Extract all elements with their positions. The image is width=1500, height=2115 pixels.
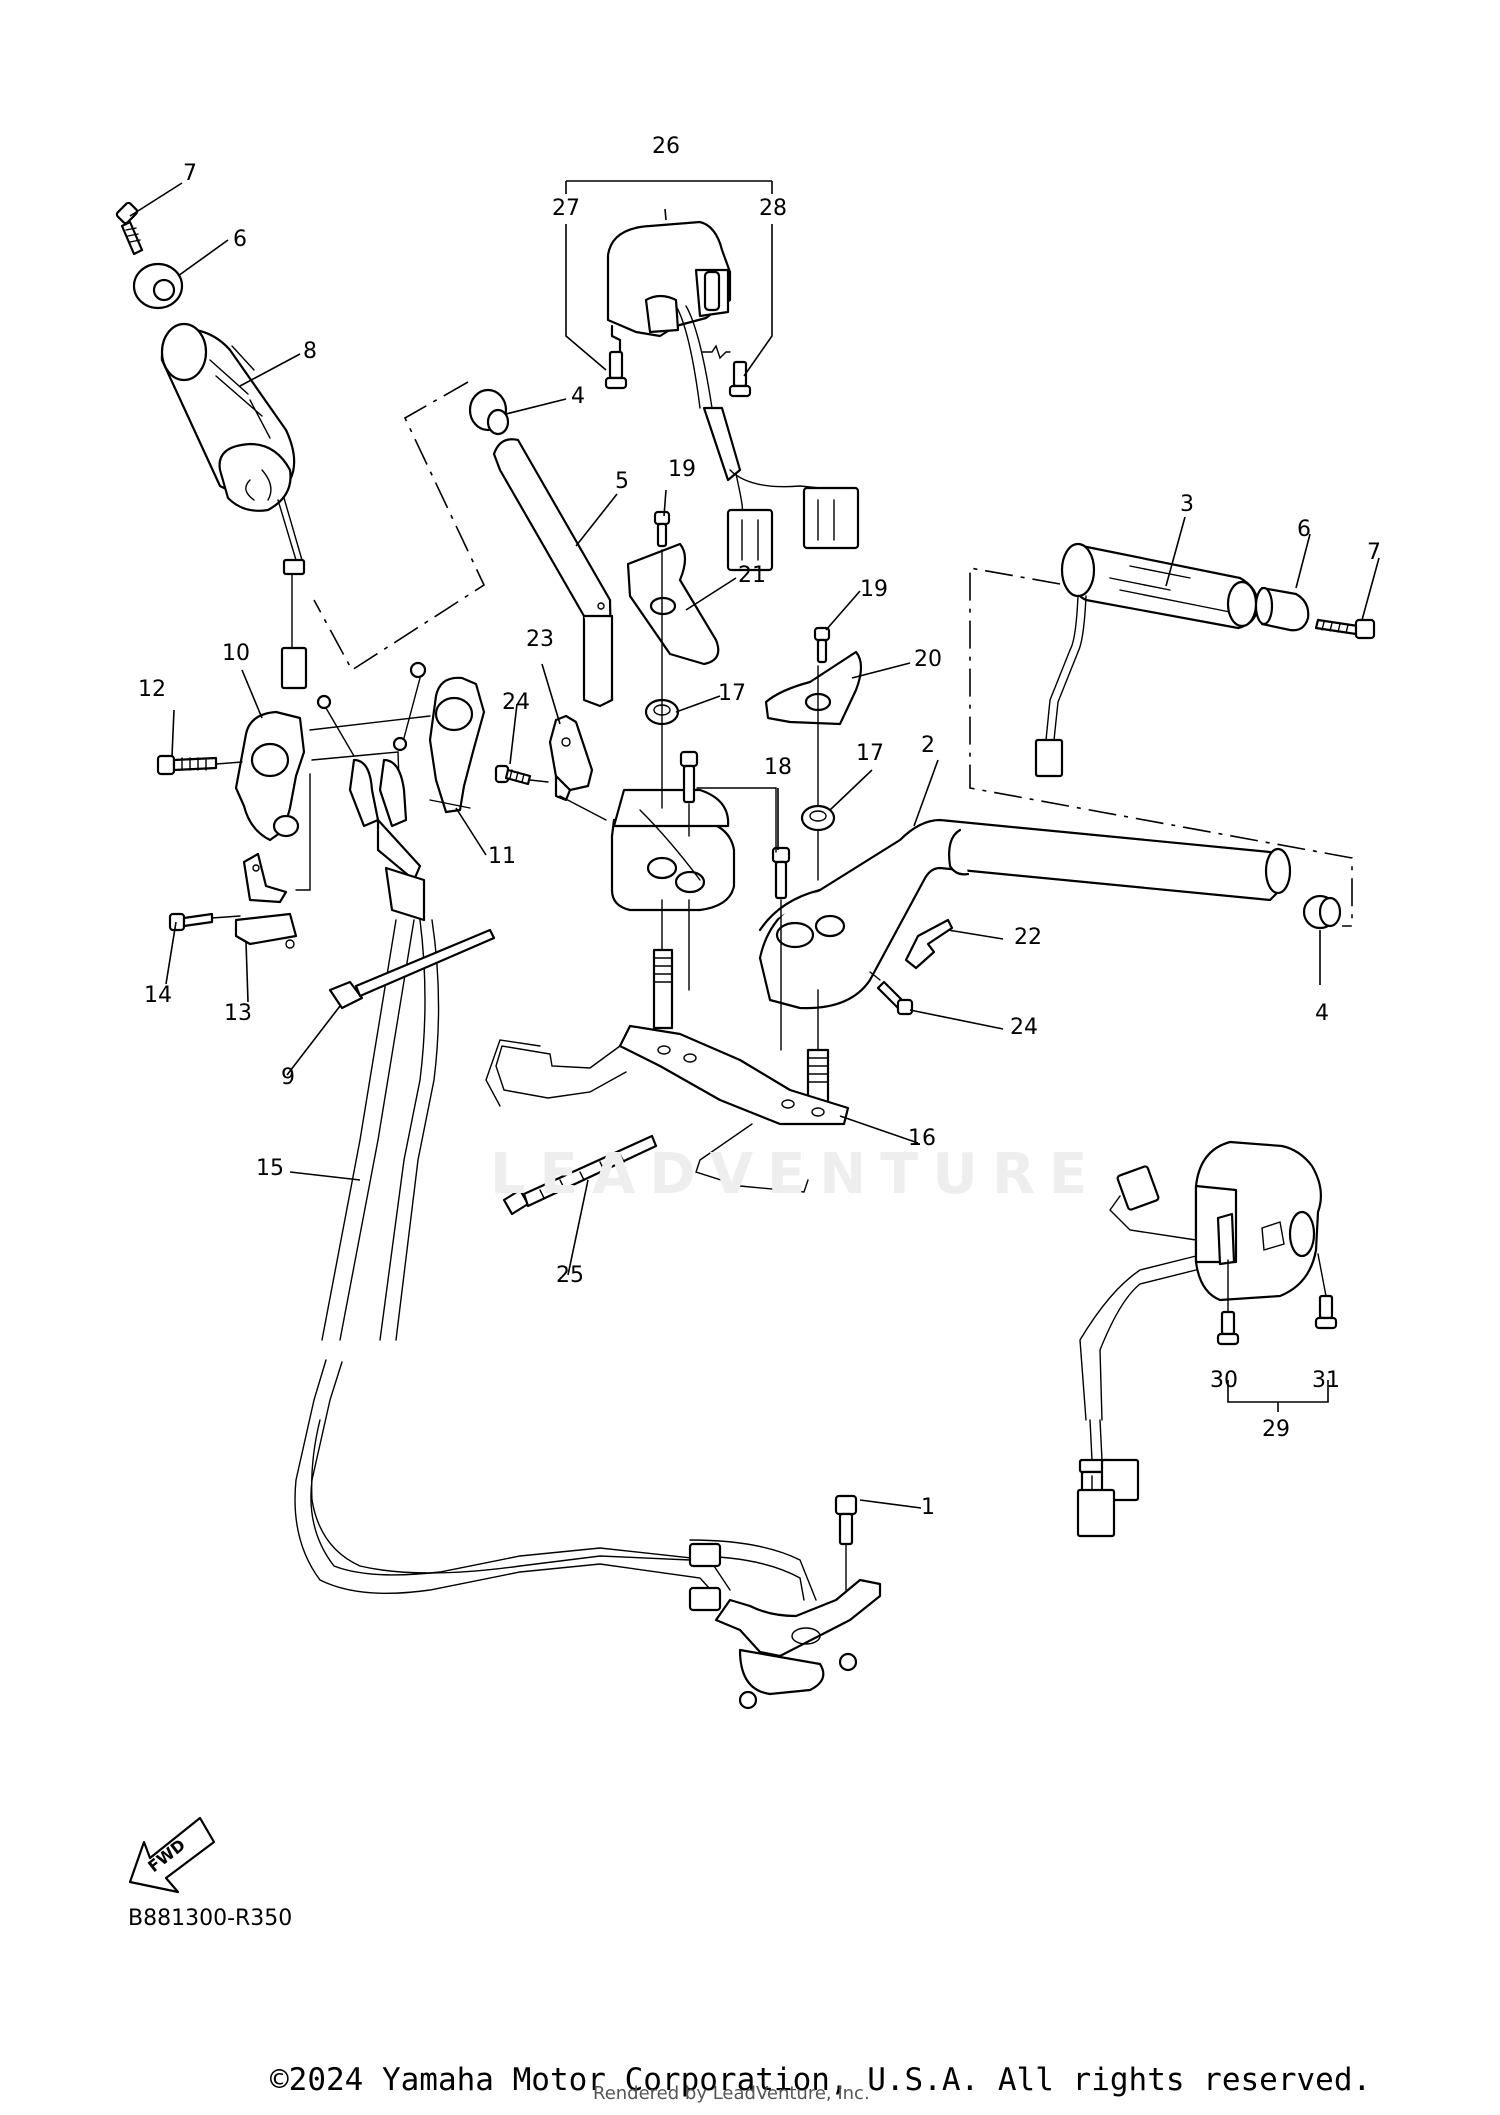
right-handlebar-illustration (758, 818, 1292, 1010)
cover-20-illustration (764, 650, 863, 726)
bracket-23-illustration (548, 714, 594, 802)
left-grip-illustration (160, 322, 308, 690)
callout-6-left: 6 (233, 227, 247, 252)
fwd-arrow-icon: FWD (128, 1816, 216, 1894)
assembly-line-right (780, 665, 819, 1051)
callout-26: 26 (652, 134, 680, 159)
callout-17-right: 17 (856, 741, 884, 766)
callout-30: 30 (1210, 1368, 1238, 1393)
screw-24-right-illustration (876, 980, 914, 1016)
callout-15: 15 (256, 1156, 284, 1181)
screw-12-illustration (156, 754, 218, 776)
screw-28-illustration (728, 360, 752, 398)
callout-28: 28 (759, 196, 787, 221)
cable-tie-9-illustration (328, 928, 496, 1010)
bolt-18-right-illustration (771, 846, 791, 900)
screw-19-lower-illustration (813, 626, 831, 664)
callout-6-right: 6 (1297, 517, 1311, 542)
callout-2: 2 (921, 733, 935, 758)
callout-19-top: 19 (668, 457, 696, 482)
left-handlebar-illustration (492, 438, 736, 912)
callout-21: 21 (738, 563, 766, 588)
alignment-line-left-grip (313, 381, 486, 672)
leader-lines (129, 180, 1380, 1509)
callout-5: 5 (615, 469, 629, 494)
callout-4-right: 4 (1315, 1001, 1329, 1026)
screw-31-illustration (1314, 1294, 1338, 1330)
callout-16: 16 (908, 1126, 936, 1151)
right-grip-illustration (1034, 542, 1260, 778)
bar-end-weight-6-right-illustration (1254, 586, 1310, 632)
callout-29: 29 (1262, 1417, 1290, 1442)
callout-10: 10 (222, 641, 250, 666)
callout-24-left: 24 (502, 690, 530, 715)
cable-guide-13-illustration (234, 852, 298, 949)
bolt-18-left-illustration (679, 750, 699, 804)
callout-12: 12 (138, 677, 166, 702)
callout-14: 14 (144, 983, 172, 1008)
rendered-by-notice: Rendered by LeadVenture, Inc. (593, 2083, 870, 2104)
bracket-16-illustration (485, 1024, 850, 1193)
diagram-code: B881300-R350 (128, 1906, 293, 1931)
screw-19-upper-illustration (653, 510, 671, 548)
left-handlebar-switch-29-illustration (1076, 1140, 1323, 1538)
screw-7-right-illustration (1314, 618, 1376, 640)
assembly-line-23 (559, 795, 607, 821)
callout-27: 27 (552, 196, 580, 221)
callout-1: 1 (921, 1495, 935, 1520)
cable-tie-25-illustration (502, 1134, 658, 1216)
callout-17-left: 17 (718, 681, 746, 706)
callout-24-right: 24 (1010, 1015, 1038, 1040)
bolt-1-illustration (834, 1494, 858, 1546)
callout-23: 23 (526, 627, 554, 652)
screw-30-illustration (1216, 1310, 1240, 1346)
assembly-line-12 (215, 761, 243, 765)
callout-19-mid: 19 (860, 577, 888, 602)
assembly-line-14 (211, 915, 241, 919)
assembly-line-18 (696, 787, 777, 853)
alignment-line-right-grip (969, 567, 1353, 927)
assembly-line-24-left (529, 779, 549, 783)
copyright-notice: ©2024 Yamaha Motor Corporation, U.S.A. A… (270, 2062, 1372, 2098)
watermark: LEADVENTURE (490, 1142, 1102, 1207)
callout-18: 18 (764, 755, 792, 780)
callout-8: 8 (303, 339, 317, 364)
screw-14-illustration (168, 912, 214, 932)
callout-11: 11 (488, 844, 516, 869)
end-cap-4-right-illustration (1302, 894, 1342, 930)
throttle-housing-10-illustration (234, 710, 306, 842)
throttle-housing-11-illustration (428, 676, 486, 814)
end-cap-4-top-illustration (468, 388, 510, 436)
callout-labels: 7 6 8 4 5 19 21 17 19 20 17 18 2 22 24 3… (138, 134, 1381, 1520)
callout-13: 13 (224, 1001, 252, 1026)
throttle-body-bracket-illustration (714, 1578, 882, 1710)
right-switch-housing-illustration (606, 220, 860, 572)
callout-3: 3 (1180, 492, 1194, 517)
stud-left-illustration (652, 948, 674, 1030)
screw-7-left-illustration (115, 201, 144, 256)
assembly-line-24-right (869, 971, 881, 981)
bracket-22-illustration (904, 918, 954, 970)
screw-27-illustration (604, 350, 628, 390)
cover-21-illustration (626, 542, 720, 666)
screw-24-left-illustration (494, 764, 532, 786)
assembly-line-left (661, 549, 690, 991)
callout-9: 9 (281, 1065, 295, 1090)
callout-22: 22 (1014, 925, 1042, 950)
throttle-cable-ends-illustration (316, 661, 427, 828)
assembly-line-30-31 (1227, 1253, 1327, 1313)
throttle-cable-15-illustration (294, 818, 817, 1612)
callout-7-left: 7 (183, 161, 197, 186)
callout-7-right: 7 (1367, 540, 1381, 565)
callout-20: 20 (914, 647, 942, 672)
callout-4-top: 4 (571, 384, 585, 409)
callout-31: 31 (1312, 1368, 1340, 1393)
callout-25: 25 (556, 1263, 584, 1288)
nut-17-right-illustration (800, 804, 836, 832)
bar-end-weight-6-left-illustration (132, 262, 184, 310)
